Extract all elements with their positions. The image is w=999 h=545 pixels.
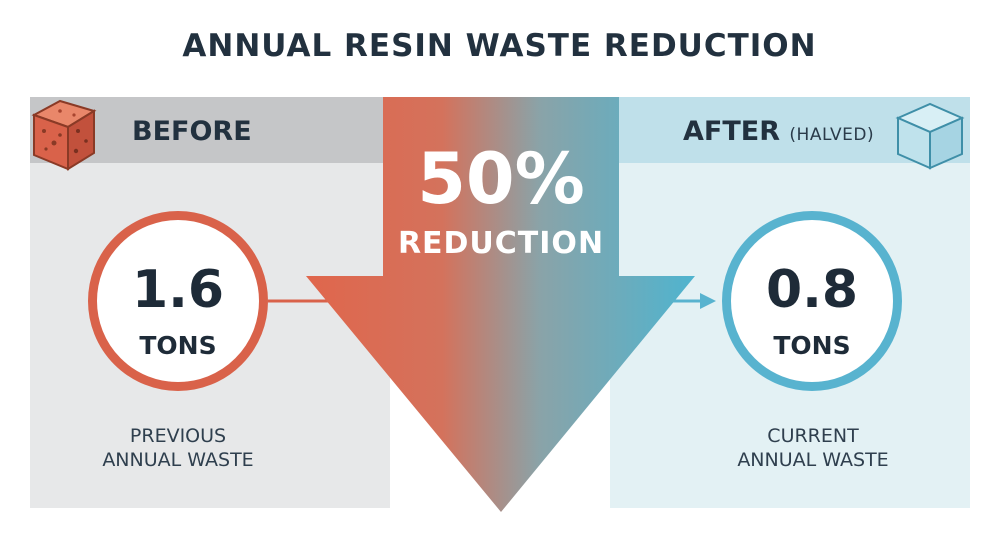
after-label-text: AFTER (683, 116, 780, 147)
after-label: AFTER (HALVED) (683, 116, 874, 147)
before-label: BEFORE (132, 116, 252, 147)
after-caption-line1: CURRENT (767, 425, 859, 447)
resin-block-icon (31, 99, 97, 171)
before-caption-line2: ANNUAL WASTE (102, 449, 254, 471)
page-title: ANNUAL RESIN WASTE REDUCTION (182, 28, 817, 64)
before-caption: PREVIOUS ANNUAL WASTE (58, 424, 298, 472)
after-connector-arrowhead (700, 293, 716, 309)
reduction-percent: 50% (417, 138, 585, 220)
after-label-sub: (HALVED) (789, 125, 875, 145)
clear-cube-icon (895, 102, 965, 170)
arrow-shape (306, 97, 695, 512)
before-caption-line1: PREVIOUS (129, 425, 227, 447)
after-value-ring: 0.8 TONS (722, 211, 902, 391)
reduction-label: REDUCTION (397, 226, 605, 261)
after-caption-line2: ANNUAL WASTE (737, 449, 889, 471)
before-unit: TONS (139, 331, 217, 360)
after-unit: TONS (773, 331, 851, 360)
after-caption: CURRENT ANNUAL WASTE (693, 424, 933, 472)
before-value-ring: 1.6 TONS (88, 211, 268, 391)
after-value: 0.8 (765, 260, 859, 320)
before-value: 1.6 (131, 260, 225, 320)
